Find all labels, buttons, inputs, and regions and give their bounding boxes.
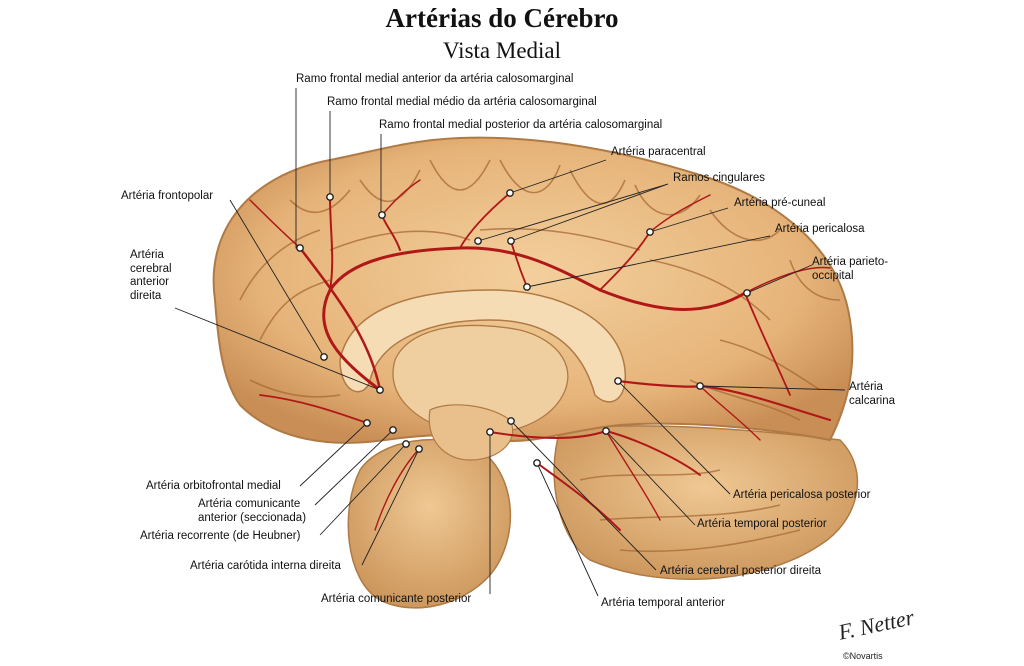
label-frontal-medial-anterior: Ramo frontal medial anterior da artéria …	[296, 73, 574, 85]
page-subtitle: Vista Medial	[442, 38, 562, 63]
marker-points	[296, 189, 751, 467]
label-arteria-temporal-posterior: Artéria temporal posterior	[697, 518, 827, 530]
leader-lines	[174, 88, 846, 597]
brainstem-shape	[347, 438, 512, 609]
label-arteria-parieto-occipital: Artéria parieto- occipital	[812, 256, 889, 282]
label-frontal-medial-posterior: Ramo frontal medial posterior da artéria…	[379, 119, 663, 131]
label-arteria-frontopolar: Artéria frontopolar	[121, 190, 214, 202]
label-arteria-calcarina: Artéria calcarina	[849, 381, 896, 407]
label-arteria-recorrente-heubner: Artéria recorrente (de Heubner)	[140, 530, 301, 542]
cerebellum-shape	[553, 425, 859, 581]
label-frontal-medial-medio: Ramo frontal medial médio da artéria cal…	[327, 96, 597, 108]
midbrain-shape	[428, 404, 514, 461]
label-arteria-temporal-anterior: Artéria temporal anterior	[601, 597, 725, 609]
page-title: Artérias do Cérebro	[385, 3, 619, 33]
label-arteria-paracentral: Artéria paracentral	[611, 146, 706, 158]
label-arteria-comunicante-posterior: Artéria comunicante posterior	[321, 593, 472, 605]
label-arteria-orbitofrontal-medial: Artéria orbitofrontal medial	[146, 480, 281, 492]
label-arteria-comunicante-anterior: Artéria comunicante anterior (seccionada…	[198, 498, 307, 524]
label-arteria-pericalosa-posterior: Artéria pericalosa posterior	[733, 489, 871, 501]
label-arteria-pre-cuneal: Artéria pré-cuneal	[734, 197, 826, 209]
label-arteria-cerebral-anterior-direita: Artéria cerebral anterior direita	[130, 249, 172, 302]
copyright-text: ©Novartis	[843, 651, 883, 661]
label-arteria-pericalosa: Artéria pericalosa	[775, 223, 865, 235]
label-arteria-cerebral-posterior-direita: Artéria cerebral posterior direita	[660, 565, 822, 577]
label-arteria-carotida-interna: Artéria carótida interna direita	[190, 560, 341, 572]
label-ramos-cingulares: Ramos cingulares	[673, 172, 766, 184]
